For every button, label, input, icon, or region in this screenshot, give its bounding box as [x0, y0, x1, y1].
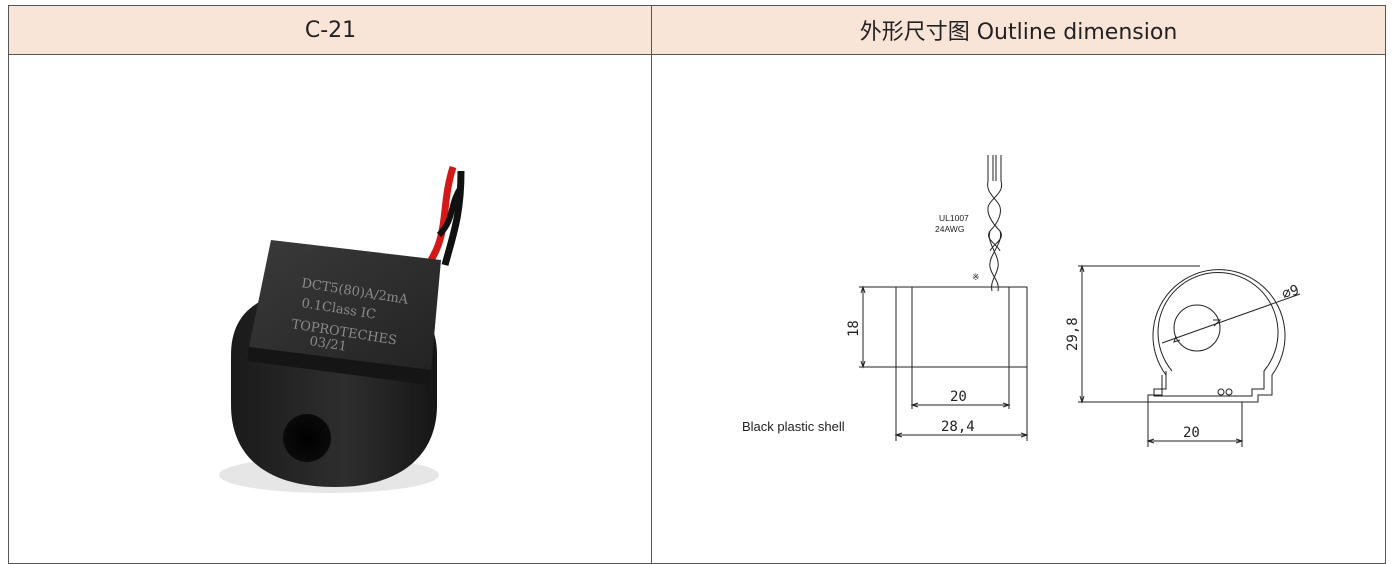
- red-wire: [427, 165, 457, 262]
- shell-label: Black plastic shell: [742, 419, 845, 434]
- core-hole: [283, 414, 331, 462]
- front-outline-inner: [1153, 272, 1279, 397]
- arrow-base-right: [1235, 438, 1244, 444]
- arrow-top: [860, 285, 866, 294]
- arrow-inner-left: [910, 402, 919, 408]
- mark-symbol: ※: [972, 272, 980, 282]
- arrow-inner-right: [1002, 402, 1011, 408]
- arrow-hole-1: [1173, 335, 1181, 343]
- front-hole: [1173, 304, 1221, 352]
- arrow-front-bottom: [1079, 395, 1085, 404]
- outline-drawing-cell: UL1007 24AWG ※ 18 20: [651, 54, 1386, 564]
- outline-title: 外形尺寸图 Outline dimension: [859, 20, 1178, 45]
- black-wire: [441, 170, 465, 266]
- twisted-wire-2: [987, 180, 1003, 252]
- outline-drawing: UL1007 24AWG ※ 18 20: [742, 155, 1301, 447]
- dim-height-label: 18: [846, 320, 862, 337]
- dim-outer-width-label: 28,4: [941, 419, 975, 435]
- terminal-1: [1217, 388, 1225, 396]
- black-wire-twist: [436, 185, 464, 238]
- outline-header: 外形尺寸图 Outline dimension: [651, 5, 1386, 55]
- arrow-front-top: [1079, 264, 1085, 273]
- dim-inner-width-label: 20: [950, 389, 967, 405]
- dim-total-height-label: 29,8: [1065, 317, 1081, 351]
- marking-line-4: 03/21: [308, 334, 347, 355]
- arrow-base-left: [1146, 438, 1155, 444]
- twisted-wire-4: [989, 230, 1002, 292]
- housing-edge: [247, 347, 431, 385]
- shell-side-view: [895, 286, 1028, 368]
- model-name: C-21: [304, 17, 357, 43]
- arrow-outer-right: [1020, 432, 1029, 438]
- wire-spec-1: UL1007: [939, 213, 969, 223]
- wire-spec-2: 24AWG: [935, 224, 964, 234]
- product-photo-cell: DCT5(80)A/2mA 0.1Class IC TOPROTECHES 03…: [8, 54, 652, 564]
- dim-base-width-label: 20: [1183, 425, 1200, 441]
- front-outline-outer: [1147, 269, 1286, 403]
- arrow-bottom: [860, 360, 866, 369]
- terminal-housing: [249, 240, 441, 370]
- dim-hole-leader: [1161, 293, 1301, 344]
- dim-hole-label: ⌀9: [1280, 282, 1301, 303]
- arrow-hole-2: [1213, 319, 1222, 327]
- product-photo: DCT5(80)A/2mA 0.1Class IC TOPROTECHES 03…: [219, 165, 465, 493]
- twisted-wire-1: [987, 180, 1001, 252]
- arrow-outer-left: [894, 432, 903, 438]
- twisted-wire-3: [988, 230, 999, 292]
- terminal-2: [1225, 388, 1233, 396]
- model-header: C-21: [8, 5, 652, 55]
